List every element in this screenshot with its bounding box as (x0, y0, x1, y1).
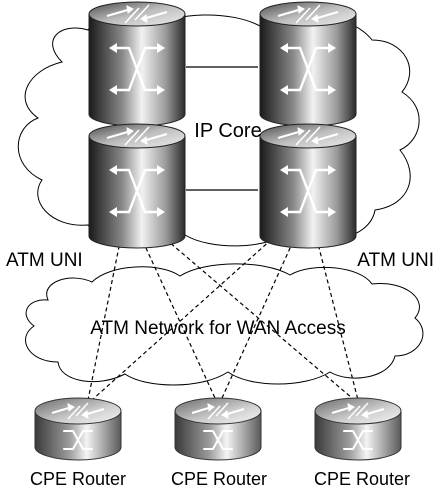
pvc-link (314, 231, 359, 401)
atm-network-cloud (25, 263, 424, 386)
core-router-top-right (258, 0, 358, 128)
cpe-router-right (314, 397, 402, 461)
pvc-link (87, 231, 123, 401)
atm-network-label: ATM Network for WAN Access (90, 318, 345, 339)
core-router-bottom-right (258, 122, 358, 250)
pvc-link (139, 234, 216, 399)
core-router-top-left (87, 0, 187, 128)
atm-uni-right-label: ATM UNI (357, 250, 434, 271)
atm-uni-left-label: ATM UNI (6, 250, 83, 271)
pvc-link (221, 234, 297, 399)
cpe-router-left (34, 397, 122, 461)
pvc-link (154, 229, 353, 399)
core-router-bottom-left (87, 122, 187, 250)
cpe-router-label-1: CPE Router (30, 469, 126, 489)
pvc-link (91, 229, 283, 401)
cpe-router-center (174, 397, 262, 461)
ip-core-label: IP Core (194, 120, 261, 142)
cpe-router-label-3: CPE Router (314, 469, 410, 489)
cpe-router-label-2: CPE Router (171, 469, 267, 489)
